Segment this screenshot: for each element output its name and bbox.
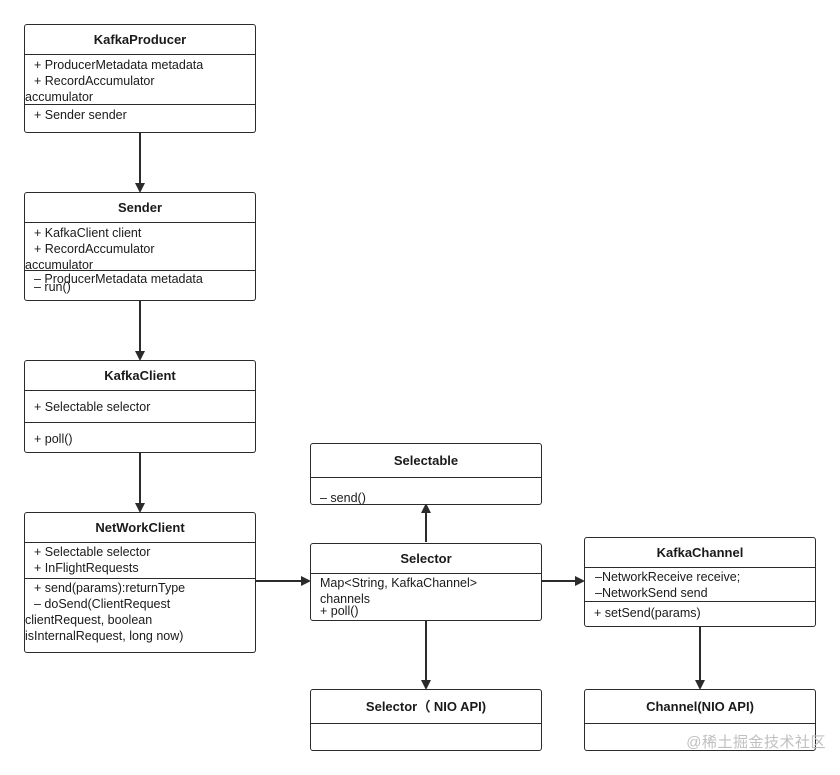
watermark: @稀土掘金技术社区 <box>686 734 826 751</box>
sender-class: Sender + KafkaClient client + RecordAccu… <box>24 192 256 301</box>
method-line: clientRequest, boolean <box>25 613 153 627</box>
kafka-producer-class: KafkaProducer + ProducerMetadata metadat… <box>24 24 256 133</box>
class-title: KafkaChannel <box>585 538 815 568</box>
class-title: Selector（ NIO API) <box>311 690 541 724</box>
methods-section: + poll() <box>25 423 255 449</box>
method-line: + Sender sender <box>34 108 127 122</box>
attribute-line: accumulator <box>25 90 94 104</box>
class-title: KafkaProducer <box>25 25 255 55</box>
attributes-section: –NetworkReceive receive; –NetworkSend se… <box>585 568 815 602</box>
attribute-line: + RecordAccumulator <box>34 74 155 88</box>
methods-section: + Sender sender <box>25 105 255 125</box>
attributes-section: + Selectable selector <box>25 391 255 423</box>
attributes-section: Map<String, KafkaChannel> channels + pol… <box>311 574 541 620</box>
method-line: – ProducerMetadata metadata <box>34 272 203 286</box>
methods-section: + setSend(params) <box>585 602 815 623</box>
attribute-line: + ProducerMetadata metadata <box>34 58 204 72</box>
attribute-line: + Selectable selector <box>34 400 151 414</box>
kafka-channel-class: KafkaChannel –NetworkReceive receive; –N… <box>584 537 816 627</box>
class-title: Sender <box>25 193 255 223</box>
method-line: + send(params):returnType <box>34 581 186 595</box>
attribute-line: Map<String, KafkaChannel> <box>320 576 478 590</box>
methods-section: – ProducerMetadata metadata – run() <box>25 271 255 300</box>
attributes-section: + ProducerMetadata metadata + RecordAccu… <box>25 55 255 105</box>
method-line: + setSend(params) <box>594 606 701 620</box>
class-title: KafkaClient <box>25 361 255 391</box>
attribute-line: –NetworkReceive receive; <box>595 570 741 584</box>
class-title: Selector <box>311 544 541 574</box>
selector-class: Selector Map<String, KafkaChannel> chann… <box>310 543 542 621</box>
network-client-class: NetWorkClient + Selectable selector + In… <box>24 512 256 653</box>
attribute-line: + Selectable selector <box>34 545 151 559</box>
method-line: + poll() <box>34 432 73 446</box>
class-title: Channel(NIO API) <box>585 690 815 724</box>
attribute-line: accumulator <box>25 258 94 272</box>
method-line: – run() <box>34 280 71 294</box>
channel-nio-class: Channel(NIO API) <box>584 689 816 751</box>
method-line: – send() <box>320 491 366 505</box>
selectable-interface: Selectable – send() <box>310 443 542 505</box>
attribute-line: + poll() <box>320 604 359 618</box>
attributes-section: + KafkaClient client + RecordAccumulator… <box>25 223 255 272</box>
methods-section: – send() <box>311 478 541 505</box>
methods-section: + send(params):returnType – doSend(Clien… <box>25 579 255 646</box>
attribute-line: + RecordAccumulator <box>34 242 155 256</box>
class-title: Selectable <box>311 444 541 478</box>
attribute-line: + InFlightRequests <box>34 561 139 575</box>
attribute-line: –NetworkSend send <box>595 586 708 600</box>
kafka-client-class: KafkaClient + Selectable selector + poll… <box>24 360 256 453</box>
selector-nio-class: Selector（ NIO API) <box>310 689 542 751</box>
attribute-line: + KafkaClient client <box>34 226 142 240</box>
method-line: isInternalRequest, long now) <box>25 629 184 643</box>
attribute-line: channels <box>320 592 371 606</box>
class-title: NetWorkClient <box>25 513 255 543</box>
attributes-section: + Selectable selector + InFlightRequests <box>25 543 255 579</box>
method-line: – doSend(ClientRequest <box>34 597 171 611</box>
